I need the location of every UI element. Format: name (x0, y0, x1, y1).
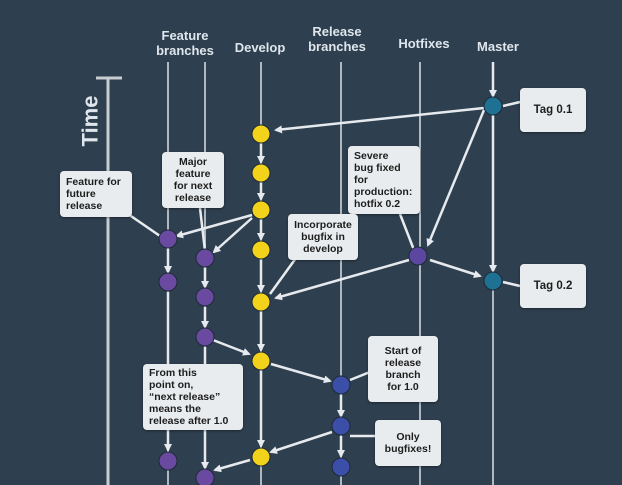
feature1-commit-2 (158, 272, 178, 292)
develop-to-feature2-late-arrow (213, 458, 251, 473)
tag01-pointer (502, 100, 521, 108)
time-axis-label: Time (77, 95, 103, 147)
master-commit-tag-0-2 (483, 271, 503, 291)
release-commit-1 (331, 375, 351, 395)
hotfix-to-master-arrow (429, 258, 482, 278)
develop-to-feature2-arrow (212, 217, 253, 254)
feature2-commit-1 (195, 248, 215, 268)
feature-future-pointer (127, 212, 161, 238)
release-to-develop-arrow (269, 430, 333, 454)
callout-tag-0-1: Tag 0.1 (520, 88, 586, 132)
severe-bug-pointer (398, 213, 416, 251)
hotfix-commit-1 (408, 246, 428, 266)
develop-commit-3 (251, 200, 271, 220)
callout-only-bugfixes: Only bugfixes! (375, 420, 441, 466)
feature1-commit-3 (158, 451, 178, 471)
tag02-pointer (502, 280, 521, 288)
header-hotfixes: Hotfixes (398, 36, 450, 51)
develop-to-feature1-arrow (175, 213, 253, 239)
callout-major-feature: Major feature for next release (162, 152, 224, 208)
header-release-branches: Release branches (308, 24, 366, 54)
feature2-to-develop-arrow (212, 338, 251, 356)
release-commit-3 (331, 457, 351, 477)
header-master: Master (477, 39, 519, 54)
callout-tag-0-2: Tag 0.2 (520, 264, 586, 308)
header-feature-branches: Feature branches (156, 28, 214, 58)
header-develop: Develop (234, 40, 286, 55)
callout-start-release-branch: Start of release branch for 1.0 (368, 336, 438, 402)
callout-incorporate-bugfix: Incorporate bugfix in develop (288, 214, 358, 260)
incorporate-pointer (268, 257, 298, 295)
callout-severe-bug: Severe bug fixed for production: hotfix … (348, 146, 420, 214)
callout-from-this-point: From this point on, “next release” means… (143, 364, 243, 430)
feature2-commit-2 (195, 287, 215, 307)
develop-commit-4 (251, 240, 271, 260)
develop-commit-1 (251, 124, 271, 144)
develop-commit-7 (251, 447, 271, 467)
feature1-commit-1 (158, 229, 178, 249)
hotfix-to-develop-arrow (274, 258, 410, 301)
master-to-develop-arrow (274, 106, 485, 134)
develop-commit-5 (251, 292, 271, 312)
develop-commit-6 (251, 351, 271, 371)
develop-commit-2 (251, 163, 271, 183)
release-commit-2 (331, 416, 351, 436)
master-commit-tag-0-1 (483, 96, 503, 116)
major-feature-pointer (198, 207, 207, 252)
master-to-hotfix-arrow (426, 109, 486, 247)
feature2-commit-3 (195, 327, 215, 347)
start-release-pointer (349, 370, 371, 382)
feature2-commit-4 (195, 468, 215, 485)
callout-feature-future-release: Feature for future release (60, 171, 132, 217)
develop-to-release-arrow (270, 362, 332, 384)
